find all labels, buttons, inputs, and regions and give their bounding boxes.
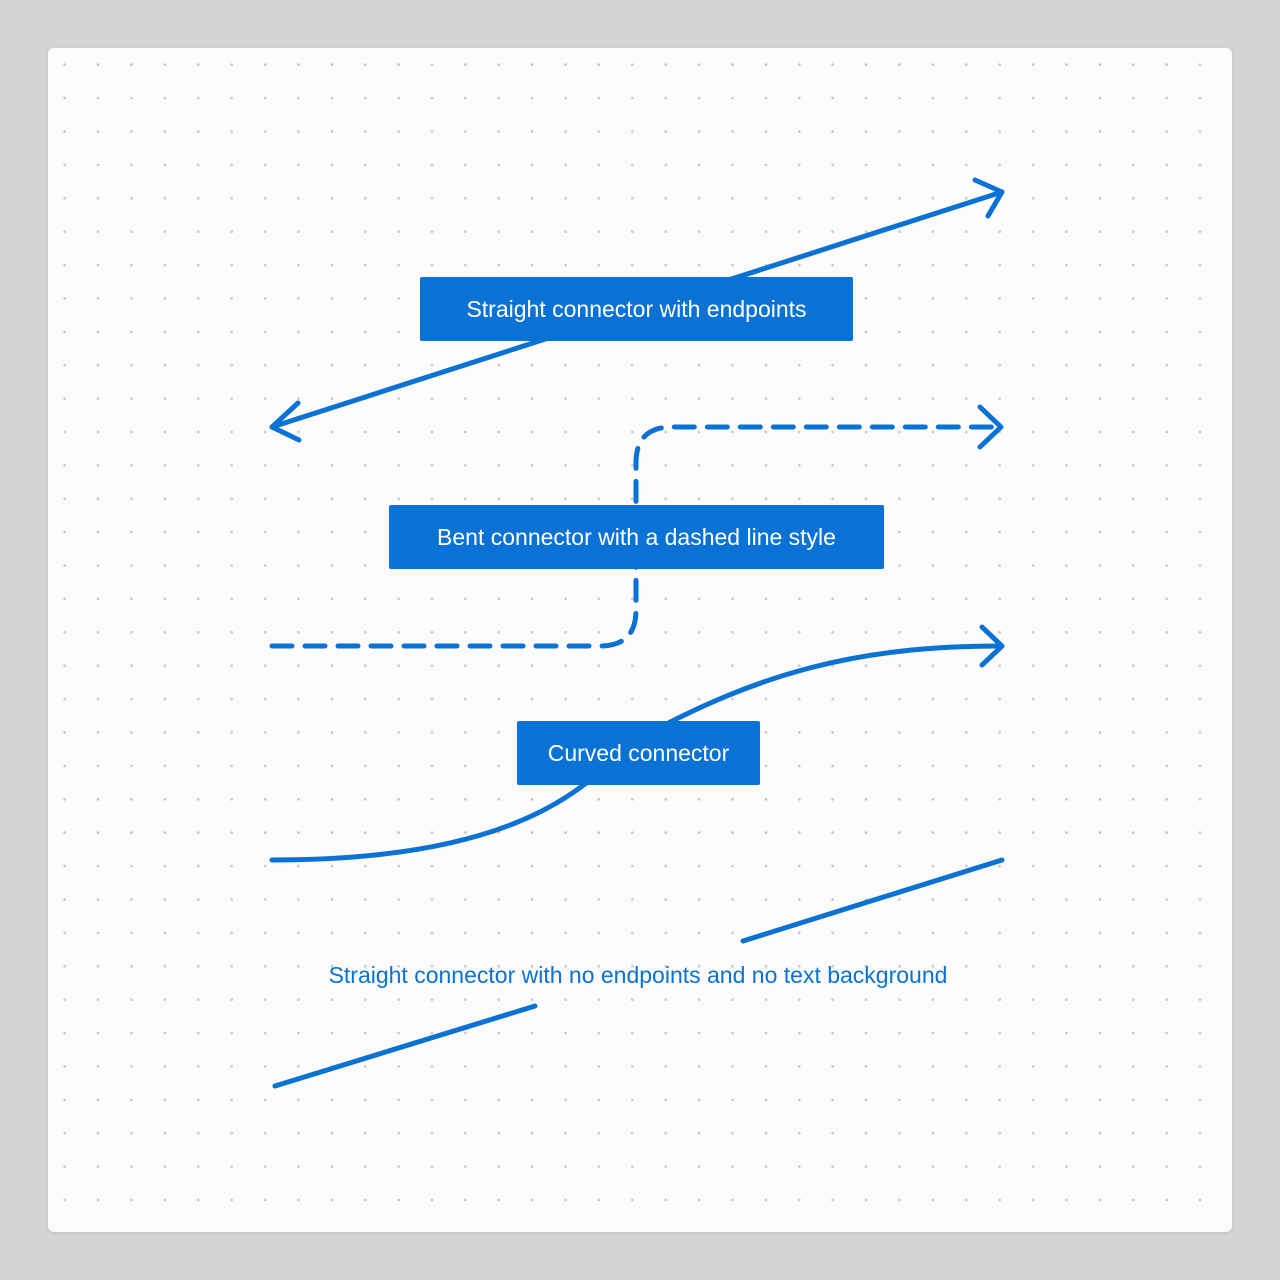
connector-label-curved[interactable]: Curved connector	[517, 721, 760, 785]
connector-label-bent[interactable]: Bent connector with a dashed line style	[389, 505, 884, 569]
canvas-board[interactable]	[48, 48, 1232, 1232]
connector-label-plain[interactable]: Straight connector with no endpoints and…	[328, 961, 948, 988]
connector-label-straight[interactable]: Straight connector with endpoints	[420, 277, 853, 341]
